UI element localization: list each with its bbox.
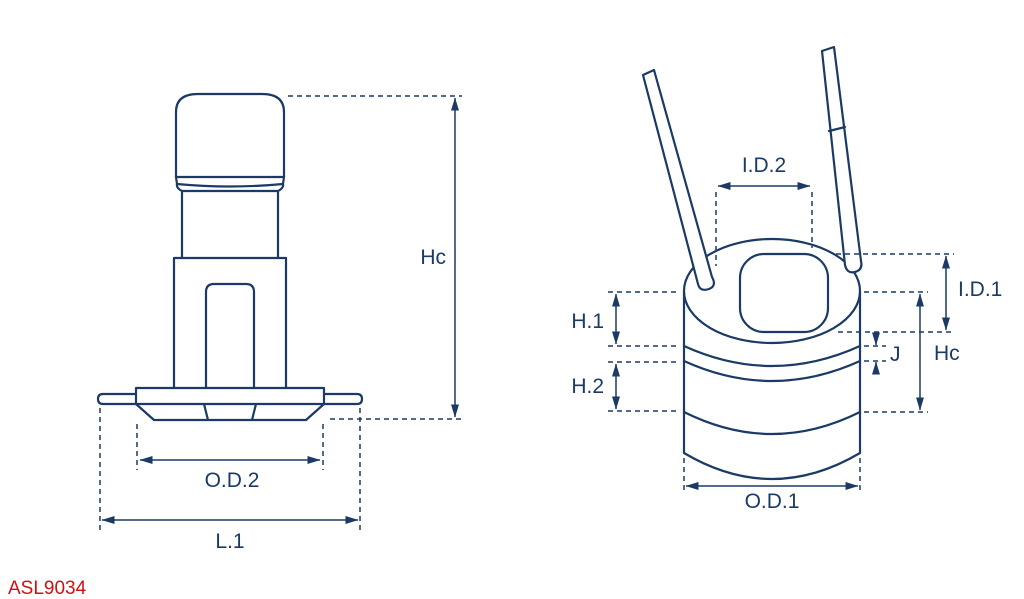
j-label: J (890, 343, 901, 366)
part-number: ASL9034 (8, 578, 87, 599)
shaft-collar (174, 175, 286, 260)
side-view-dimensions: Hc O.D.2 L.1 (99, 95, 462, 553)
shaft-body (172, 256, 288, 390)
inner-bore (738, 252, 830, 334)
id2-label: I.D.2 (742, 154, 786, 177)
cylinder-body (682, 290, 862, 481)
lead-wire-crimp-mark (827, 125, 847, 133)
id1-label: I.D.1 (958, 278, 1002, 301)
terminal-pins (96, 392, 364, 406)
perspective-view-dimensions: I.D.2 I.D.1 Hc H.1 H.2 J O.D.1 (571, 154, 1002, 513)
lead-wire-right (820, 45, 863, 274)
lead-wire-left (641, 68, 716, 291)
h2-label: H.2 (571, 375, 604, 398)
perspective-view (641, 45, 863, 481)
hc-label: Hc (420, 246, 446, 269)
ring-groove-arcs (682, 344, 862, 436)
side-view (96, 92, 364, 422)
shaft-top-cap (174, 92, 286, 179)
h1-label: H.1 (571, 310, 604, 333)
shaft-slot (204, 282, 256, 390)
od1-label: O.D.1 (745, 490, 800, 513)
flange (134, 386, 326, 422)
od2-label: O.D.2 (205, 469, 260, 492)
l1-label: L.1 (215, 530, 244, 553)
hc-right-label: Hc (934, 342, 960, 365)
